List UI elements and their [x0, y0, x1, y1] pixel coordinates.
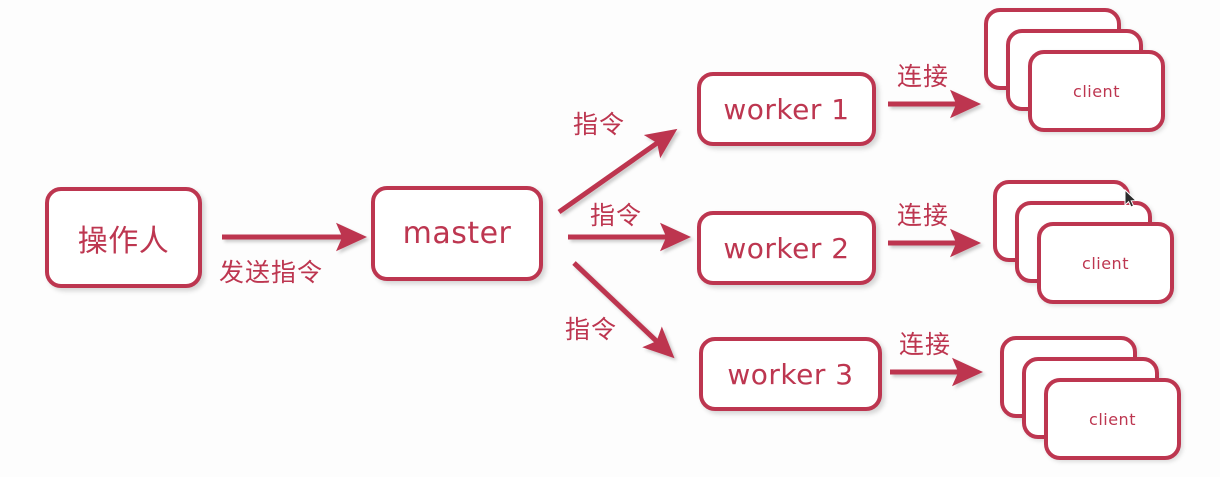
- node-worker-1[interactable]: worker 1: [697, 72, 876, 146]
- client-stack-2[interactable]: client: [993, 180, 1174, 305]
- edge-label-worker-3-to-client-3: 连接: [899, 325, 951, 361]
- node-worker-1-label: worker 1: [723, 92, 850, 126]
- edge-label-worker-3-to-client-3-text: 连接: [899, 330, 952, 359]
- edge-label-master-to-worker-2-text: 指令: [590, 201, 643, 230]
- edge-label-actor-to-master: 发送指令: [219, 253, 323, 289]
- edge-label-master-to-worker-1-text: 指令: [573, 110, 626, 139]
- edge-label-master-to-worker-3: 指令: [565, 310, 617, 346]
- client-stack-3-label: client: [1089, 409, 1136, 429]
- client-stack-2-label: client: [1082, 253, 1129, 273]
- client-card-front-3[interactable]: client: [1044, 378, 1181, 460]
- edge-label-actor-to-master-text: 发送指令: [219, 258, 324, 287]
- client-stack-3[interactable]: client: [1000, 336, 1181, 461]
- mouse-cursor-icon: [1124, 188, 1138, 209]
- client-stack-1[interactable]: client: [984, 8, 1165, 133]
- edge-label-master-to-worker-1: 指令: [573, 105, 625, 141]
- node-master-label: master: [402, 216, 512, 251]
- client-stack-1-label: client: [1073, 81, 1120, 101]
- node-worker-2[interactable]: worker 2: [697, 211, 876, 285]
- edge-label-master-to-worker-3-text: 指令: [565, 315, 618, 344]
- edge-label-worker-1-to-client-1-text: 连接: [897, 62, 950, 91]
- node-actor-label: 操作人: [77, 223, 170, 259]
- node-worker-3[interactable]: worker 3: [699, 337, 882, 411]
- node-worker-2-label: worker 2: [723, 231, 850, 265]
- node-worker-3-label: worker 3: [727, 357, 854, 391]
- node-actor[interactable]: 操作人: [45, 187, 202, 288]
- client-card-front-2[interactable]: client: [1037, 222, 1174, 304]
- edge-label-worker-2-to-client-2: 连接: [897, 196, 949, 232]
- edge-label-worker-2-to-client-2-text: 连接: [897, 201, 950, 230]
- edge-label-worker-1-to-client-1: 连接: [897, 57, 949, 93]
- client-card-front-1[interactable]: client: [1028, 50, 1165, 132]
- node-master[interactable]: master: [371, 186, 543, 281]
- edge-label-master-to-worker-2: 指令: [590, 196, 642, 232]
